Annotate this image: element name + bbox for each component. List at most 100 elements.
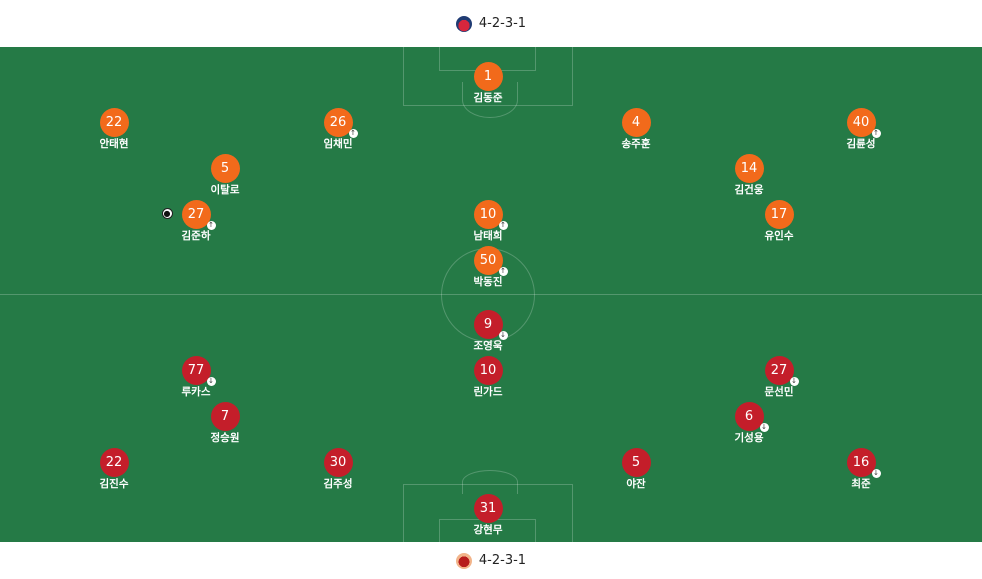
- player-number: 30: [329, 455, 347, 470]
- player-number: 7: [220, 409, 230, 424]
- sub-out-icon: ↓: [498, 331, 508, 340]
- player-number: 77: [187, 363, 205, 378]
- away-player-6[interactable]: 22 김진수: [69, 448, 159, 491]
- player-number-disc: 5: [621, 448, 651, 477]
- away-player-8[interactable]: 5 야잔: [591, 448, 681, 491]
- player-name: 문선민: [764, 386, 794, 398]
- sub-in-icon: ↑: [498, 221, 508, 230]
- player-name: 강현무: [473, 524, 503, 536]
- player-number: 40: [852, 115, 870, 130]
- player-name: 안태현: [99, 138, 129, 150]
- away-player-2[interactable]: 10 린가드: [443, 356, 533, 399]
- player-name: 임채민: [323, 138, 353, 150]
- home-player-10[interactable]: 50↑ 박동진: [443, 246, 533, 289]
- home-player-1[interactable]: 22 안태현: [69, 108, 159, 151]
- player-number: 10: [479, 207, 497, 222]
- home-team-crest-icon: [455, 15, 472, 32]
- player-number-disc: 4: [621, 108, 651, 137]
- goal-ball-icon: ●: [161, 208, 173, 219]
- player-name: 기성용: [734, 432, 764, 444]
- away-player-3[interactable]: 27↓ 문선민: [734, 356, 824, 399]
- player-number-disc: 22: [99, 448, 129, 477]
- player-name: 김동준: [473, 92, 503, 104]
- player-number-disc: 50↑: [473, 246, 508, 276]
- away-player-7[interactable]: 30 김주성: [293, 448, 383, 491]
- sub-in-icon: ↑: [348, 129, 358, 138]
- sub-in-icon: ↑: [206, 221, 216, 230]
- player-number: 10: [479, 363, 497, 378]
- player-name: 최준: [851, 478, 871, 490]
- away-player-9[interactable]: 16↓ 최준: [816, 448, 906, 491]
- player-name: 박동진: [473, 276, 503, 288]
- player-name: 유인수: [764, 230, 794, 242]
- sub-out-icon: ↓: [759, 423, 769, 432]
- player-name: 김륜성: [846, 138, 876, 150]
- player-number: 50: [479, 253, 497, 268]
- player-number-disc: 5: [210, 154, 240, 183]
- player-number: 22: [105, 455, 123, 470]
- player-number-disc: 10: [473, 356, 503, 385]
- away-player-10[interactable]: 31 강현무: [443, 494, 533, 537]
- player-number-disc: 10↑: [473, 200, 508, 230]
- away-team-crest-icon: [455, 552, 472, 569]
- home-player-2[interactable]: 26↑ 임채민: [293, 108, 383, 151]
- away-player-4[interactable]: 7 정승원: [180, 402, 270, 445]
- home-player-8[interactable]: 10↑ 남태희: [443, 200, 533, 243]
- home-player-3[interactable]: 4 송주훈: [591, 108, 681, 151]
- home-player-0[interactable]: 1 김동준: [443, 62, 533, 105]
- away-player-5[interactable]: 6↓ 기성용: [704, 402, 794, 445]
- player-number-disc: 6↓: [734, 402, 769, 432]
- sub-out-icon: ↓: [871, 469, 881, 478]
- player-number-disc: 31: [473, 494, 503, 523]
- player-number-disc: 17: [764, 200, 794, 229]
- player-number: 14: [740, 161, 758, 176]
- home-formation-label: 4-2-3-1: [478, 16, 527, 31]
- player-name: 김준하: [181, 230, 211, 242]
- home-formation-header: 4-2-3-1: [0, 0, 982, 47]
- sub-out-icon: ↓: [206, 377, 216, 386]
- player-number: 22: [105, 115, 123, 130]
- player-number-disc: 26↑: [323, 108, 358, 138]
- player-number: 27: [187, 207, 205, 222]
- home-player-4[interactable]: 40↑ 김륜성: [816, 108, 906, 151]
- player-number-disc: 1: [473, 62, 503, 91]
- away-player-0[interactable]: 9↓ 조영욱: [443, 310, 533, 353]
- top-penalty-arc: [462, 82, 518, 118]
- player-name: 루카스: [181, 386, 211, 398]
- player-number-disc: 16↓: [846, 448, 881, 478]
- player-number: 5: [220, 161, 230, 176]
- away-formation-label: 4-2-3-1: [478, 553, 527, 568]
- player-number-disc: 9↓: [473, 310, 508, 340]
- sub-out-icon: ↓: [789, 377, 799, 386]
- player-number-disc: 14: [734, 154, 764, 183]
- player-number: 4: [631, 115, 641, 130]
- pitch: 1 김동준 22 안태현 26↑ 임채민 4 송주훈 40↑ 김륜성 5 이탈로…: [0, 47, 982, 542]
- player-number: 1: [483, 69, 493, 84]
- player-name: 정승원: [210, 432, 240, 444]
- home-player-7[interactable]: ● 27↑ 김준하: [151, 200, 241, 243]
- away-formation-header: 4-2-3-1: [0, 542, 982, 579]
- player-name: 김진수: [99, 478, 129, 490]
- away-player-1[interactable]: 77↓ 루카스: [151, 356, 241, 399]
- player-name: 남태희: [473, 230, 503, 242]
- player-name: 김건웅: [734, 184, 764, 196]
- player-number-disc: ● 27↑: [161, 200, 216, 230]
- player-number: 6: [744, 409, 754, 424]
- player-number: 26: [329, 115, 347, 130]
- player-name: 김주성: [323, 478, 353, 490]
- player-number: 17: [770, 207, 788, 222]
- player-number: 31: [479, 501, 497, 516]
- player-number-disc: 7: [210, 402, 240, 431]
- home-player-5[interactable]: 5 이탈로: [180, 154, 270, 197]
- player-number: 27: [770, 363, 788, 378]
- bottom-penalty-arc: [462, 470, 518, 494]
- player-name: 이탈로: [210, 184, 240, 196]
- player-number-disc: 40↑: [846, 108, 881, 138]
- player-number: 5: [631, 455, 641, 470]
- player-number: 9: [483, 317, 493, 332]
- home-player-6[interactable]: 14 김건웅: [704, 154, 794, 197]
- player-number-disc: 22: [99, 108, 129, 137]
- player-number: 16: [852, 455, 870, 470]
- player-name: 린가드: [473, 386, 503, 398]
- home-player-9[interactable]: 17 유인수: [734, 200, 824, 243]
